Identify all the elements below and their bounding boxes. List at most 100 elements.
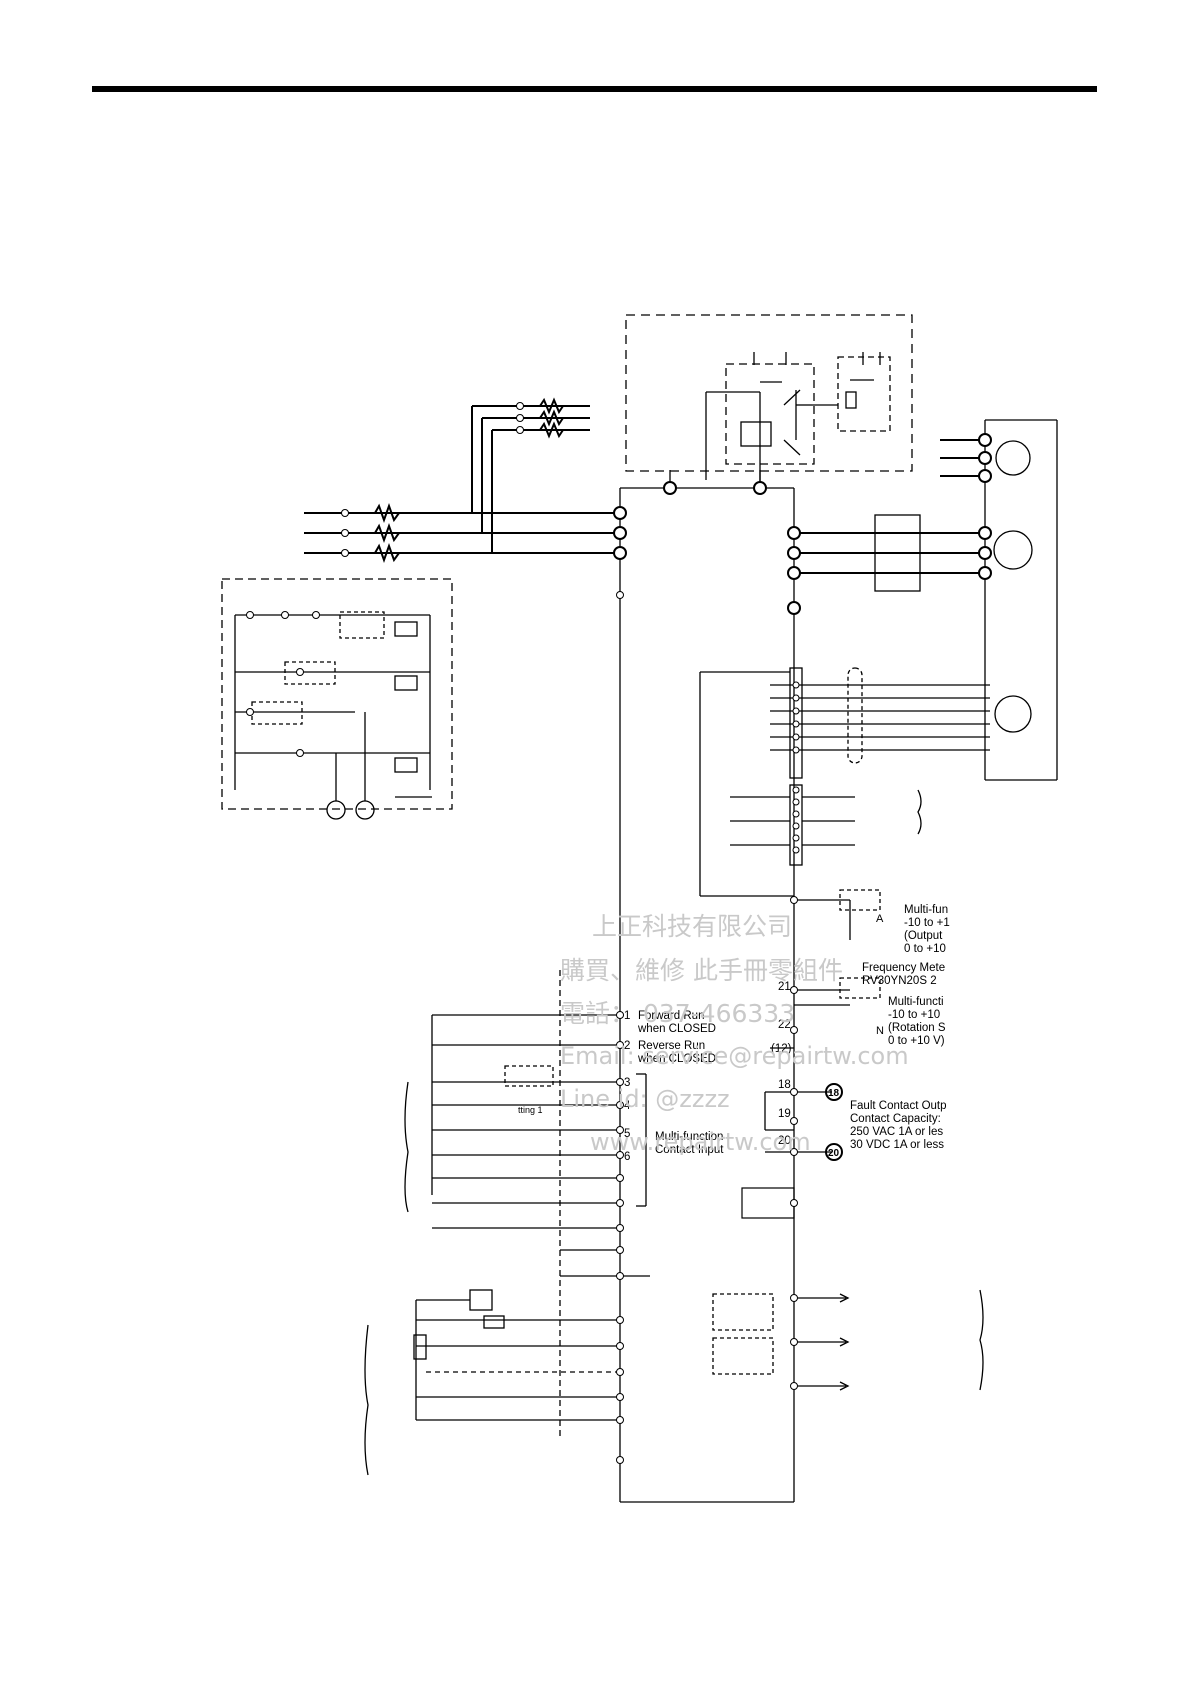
terminal-18-label: 18 bbox=[778, 1079, 791, 1091]
option-unit-box bbox=[625, 314, 913, 488]
power-terminal bbox=[978, 566, 992, 580]
pg-terminal bbox=[792, 720, 800, 728]
labels: 1 Forward Run when CLOSED 2 Reverse Run … bbox=[518, 904, 950, 1163]
breaker-contact bbox=[516, 426, 524, 434]
forward-run-condition: when CLOSED bbox=[637, 1023, 716, 1035]
power-terminal bbox=[613, 546, 627, 560]
contact-capacity-dc: 30 VDC 1A or less bbox=[850, 1139, 944, 1151]
cooling-fan-motor bbox=[995, 440, 1031, 476]
pg-terminal bbox=[792, 707, 800, 715]
power-terminal bbox=[978, 526, 992, 540]
induction-motor bbox=[993, 530, 1033, 570]
frequency-meter-label: Frequency Mete bbox=[862, 962, 945, 974]
control-terminal bbox=[790, 1382, 798, 1390]
fault-terminal-20: 20 bbox=[828, 1148, 840, 1159]
breaker-contact bbox=[516, 402, 524, 410]
sequence-control-box bbox=[221, 578, 453, 820]
pg-terminal bbox=[792, 746, 800, 754]
control-terminal bbox=[790, 1338, 798, 1346]
watermark-email: Email: service@repairtw.com bbox=[560, 1042, 909, 1070]
control-terminal bbox=[616, 1316, 624, 1324]
terminal-3-label: 3 bbox=[624, 1077, 630, 1089]
control-terminal bbox=[616, 1393, 624, 1401]
pg-terminal bbox=[792, 681, 800, 689]
pg-output-terminal bbox=[792, 834, 800, 842]
analog-inputs bbox=[364, 1249, 650, 1476]
analog-output1-line2: -10 to +1 bbox=[904, 917, 950, 929]
breaker-contact bbox=[296, 749, 304, 757]
terminal-19-label: 19 bbox=[778, 1108, 791, 1120]
pg-output-terminal bbox=[792, 822, 800, 830]
breaker-contact bbox=[341, 509, 349, 517]
main-power-input bbox=[304, 397, 626, 563]
terminal-20-label: 20 bbox=[778, 1135, 791, 1147]
pg-output-terminal bbox=[792, 810, 800, 818]
control-terminal bbox=[616, 1011, 624, 1019]
control-terminal bbox=[790, 1199, 798, 1207]
control-terminal bbox=[616, 1272, 624, 1280]
analog-output2-line4: 0 to +10 V) bbox=[888, 1035, 945, 1047]
control-terminal bbox=[616, 1342, 624, 1350]
header-rule bbox=[92, 86, 1097, 92]
digital-inputs bbox=[404, 970, 647, 1440]
power-terminal bbox=[613, 506, 627, 520]
breaker-contact bbox=[296, 668, 304, 676]
reverse-run-condition: when CLOSED bbox=[637, 1053, 716, 1065]
watermark-phone: 電話： 037-466333 bbox=[560, 999, 795, 1028]
breaker-contact bbox=[246, 611, 254, 619]
analog-output-wiring bbox=[770, 889, 881, 1049]
power-terminal bbox=[787, 566, 801, 580]
breaker-contact bbox=[246, 708, 254, 716]
analog-output1-line3: (Output bbox=[904, 930, 943, 942]
watermark-website: www.repairtw.com bbox=[590, 1128, 811, 1156]
frequency-meter-model: RV30YN20S 2 bbox=[862, 975, 937, 987]
control-terminal bbox=[616, 1151, 624, 1159]
control-terminal bbox=[616, 1456, 624, 1464]
power-terminal bbox=[787, 546, 801, 560]
breaker-contact bbox=[281, 611, 289, 619]
control-terminal bbox=[616, 591, 624, 599]
control-terminal bbox=[616, 1078, 624, 1086]
terminal-circles bbox=[613, 433, 992, 615]
power-terminal bbox=[978, 469, 992, 483]
control-terminal bbox=[790, 1148, 798, 1156]
breaker-contact bbox=[312, 611, 320, 619]
power-terminal bbox=[613, 526, 627, 540]
terminal-2-label: 2 bbox=[624, 1040, 630, 1052]
breaker-contact bbox=[516, 414, 524, 422]
analog-output2-line2: -10 to +10 bbox=[888, 1009, 940, 1021]
control-terminal bbox=[790, 1117, 798, 1125]
control-terminal bbox=[616, 1101, 624, 1109]
terminal-12-label: (12) bbox=[771, 1043, 792, 1055]
pg-terminal bbox=[792, 694, 800, 702]
fault-output-label: Fault Contact Outp bbox=[850, 1100, 947, 1112]
analog-output1-line1: Multi-fun bbox=[904, 904, 948, 916]
terminal-5-label: 5 bbox=[624, 1128, 630, 1140]
watermark-line-id: Line id: @zzzz bbox=[560, 1085, 730, 1113]
pg-terminal bbox=[792, 733, 800, 741]
reverse-run-label: Reverse Run bbox=[638, 1040, 705, 1052]
contact-capacity-label: Contact Capacity: bbox=[850, 1113, 941, 1125]
pg-output-terminal bbox=[792, 786, 800, 794]
meter-a-symbol: A bbox=[876, 913, 884, 925]
power-terminal bbox=[978, 433, 992, 447]
power-terminal bbox=[978, 546, 992, 560]
terminal-4-label: 4 bbox=[624, 1100, 631, 1112]
terminal-22-label: 22 bbox=[778, 1019, 791, 1031]
control-terminal bbox=[790, 896, 798, 904]
terminal-6-label: 6 bbox=[624, 1151, 630, 1163]
power-terminal bbox=[663, 481, 677, 495]
multi-function-input-label: Multi-function bbox=[655, 1131, 723, 1143]
contact-capacity-ac: 250 VAC 1A or les bbox=[850, 1126, 943, 1138]
control-terminal bbox=[616, 1246, 624, 1254]
meter-n-symbol: N bbox=[876, 1025, 884, 1037]
watermark-company: 上正科技有限公司 bbox=[592, 912, 792, 941]
power-terminal bbox=[787, 526, 801, 540]
control-terminal bbox=[616, 1224, 624, 1232]
control-terminal bbox=[790, 1294, 798, 1302]
terminal-21-label: 21 bbox=[778, 981, 791, 993]
analog-output2-line1: Multi-functi bbox=[888, 996, 944, 1008]
control-terminal bbox=[616, 1041, 624, 1049]
control-terminal bbox=[790, 1026, 798, 1034]
